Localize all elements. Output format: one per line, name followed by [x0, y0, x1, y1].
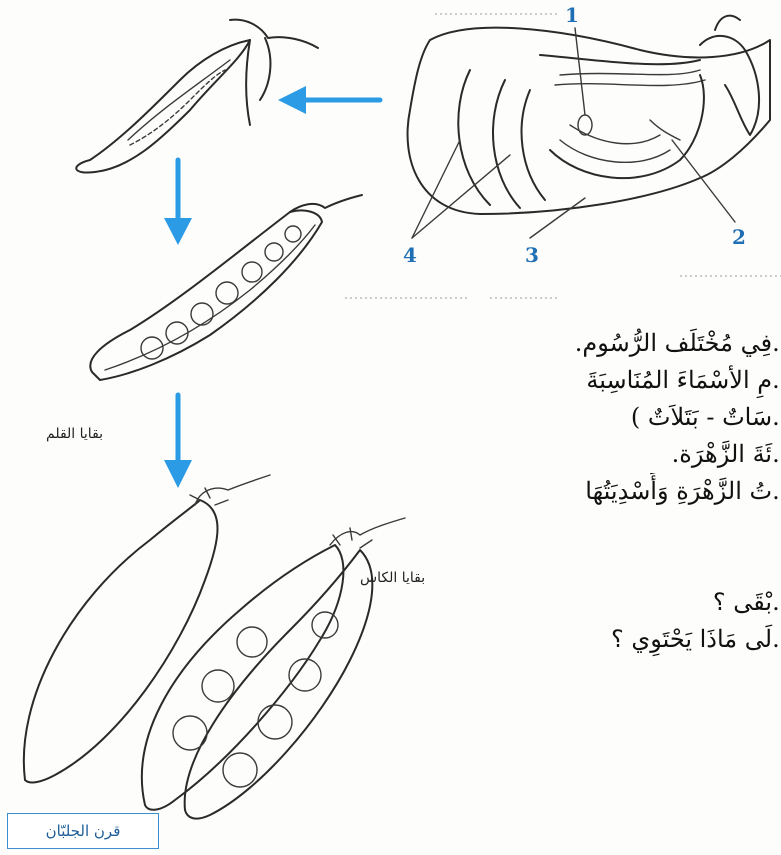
- petal-line: [522, 90, 545, 200]
- seed: [285, 226, 301, 242]
- ovary-detail: [650, 120, 680, 140]
- instruction-text: ...فِي مُخْتَلَف الرُّسُوم. ...مِ الأسْم…: [325, 325, 781, 658]
- seed: [216, 282, 238, 304]
- pod-inner-line: [105, 225, 315, 370]
- text-line: [325, 510, 781, 547]
- ovary-outline: [76, 40, 250, 173]
- petal-line: [493, 80, 520, 208]
- pod-outline: [90, 210, 322, 380]
- seed: [258, 705, 292, 739]
- pod-outline: [24, 500, 218, 782]
- seed: [237, 627, 267, 657]
- arrow-left: [278, 86, 380, 114]
- text-line: ...مِ الأسْمَاءَ المُنَاسِبَةَ: [325, 362, 781, 399]
- text-line: ...بْقَى ؟: [325, 584, 781, 621]
- label-3: 3: [525, 243, 539, 267]
- flower-cross-section: [408, 16, 770, 238]
- leader-line-4b: [412, 155, 510, 238]
- pod-tip: [290, 195, 362, 212]
- leader-line-3: [530, 198, 585, 238]
- calyx-sepal: [260, 38, 270, 100]
- stamen-line: [555, 80, 705, 86]
- seed: [191, 303, 213, 325]
- text-line: ...سَاتٌ - بَتَلاَتٌ ): [325, 399, 781, 436]
- leader-line-1: [575, 28, 585, 115]
- style-stigma: [230, 20, 318, 48]
- ovule: [578, 115, 592, 135]
- label-4: 4: [403, 243, 417, 267]
- seed: [202, 670, 234, 702]
- seed: [173, 716, 207, 750]
- seed: [242, 262, 262, 282]
- stalk: [715, 16, 740, 30]
- closed-pod: [24, 475, 270, 782]
- petal-outer: [408, 28, 770, 214]
- figure-title: قرن الجلبّان: [7, 813, 159, 849]
- text-line: ...تُ الزَّهْرَةِ وَأَسْدِيَتُهَا: [325, 473, 781, 510]
- arrow-down: [164, 395, 192, 488]
- label-2: 2: [732, 225, 746, 249]
- calyx-sepal: [246, 40, 250, 125]
- developing-pod: [90, 195, 362, 380]
- seed: [166, 322, 188, 344]
- seed: [265, 243, 283, 261]
- text-line: ...لَى مَاذَا يَحْتَوِي ؟: [325, 621, 781, 658]
- leader-line-2: [672, 140, 735, 222]
- text-line: ...فِي مُخْتَلَف الرُّسُوم.: [325, 325, 781, 362]
- text-line: ...ئَةَ الزَّهْرَة.: [325, 436, 781, 473]
- caption-style-remains: بقايا القلم: [46, 426, 103, 442]
- ovary-inner: [128, 60, 230, 140]
- seed: [223, 753, 257, 787]
- label-1: 1: [565, 3, 579, 27]
- young-pistil: [76, 20, 318, 173]
- text-line: [325, 547, 781, 584]
- pod-valve-left: [142, 545, 344, 810]
- leader-line-4a: [412, 140, 460, 238]
- arrow-down: [164, 160, 192, 245]
